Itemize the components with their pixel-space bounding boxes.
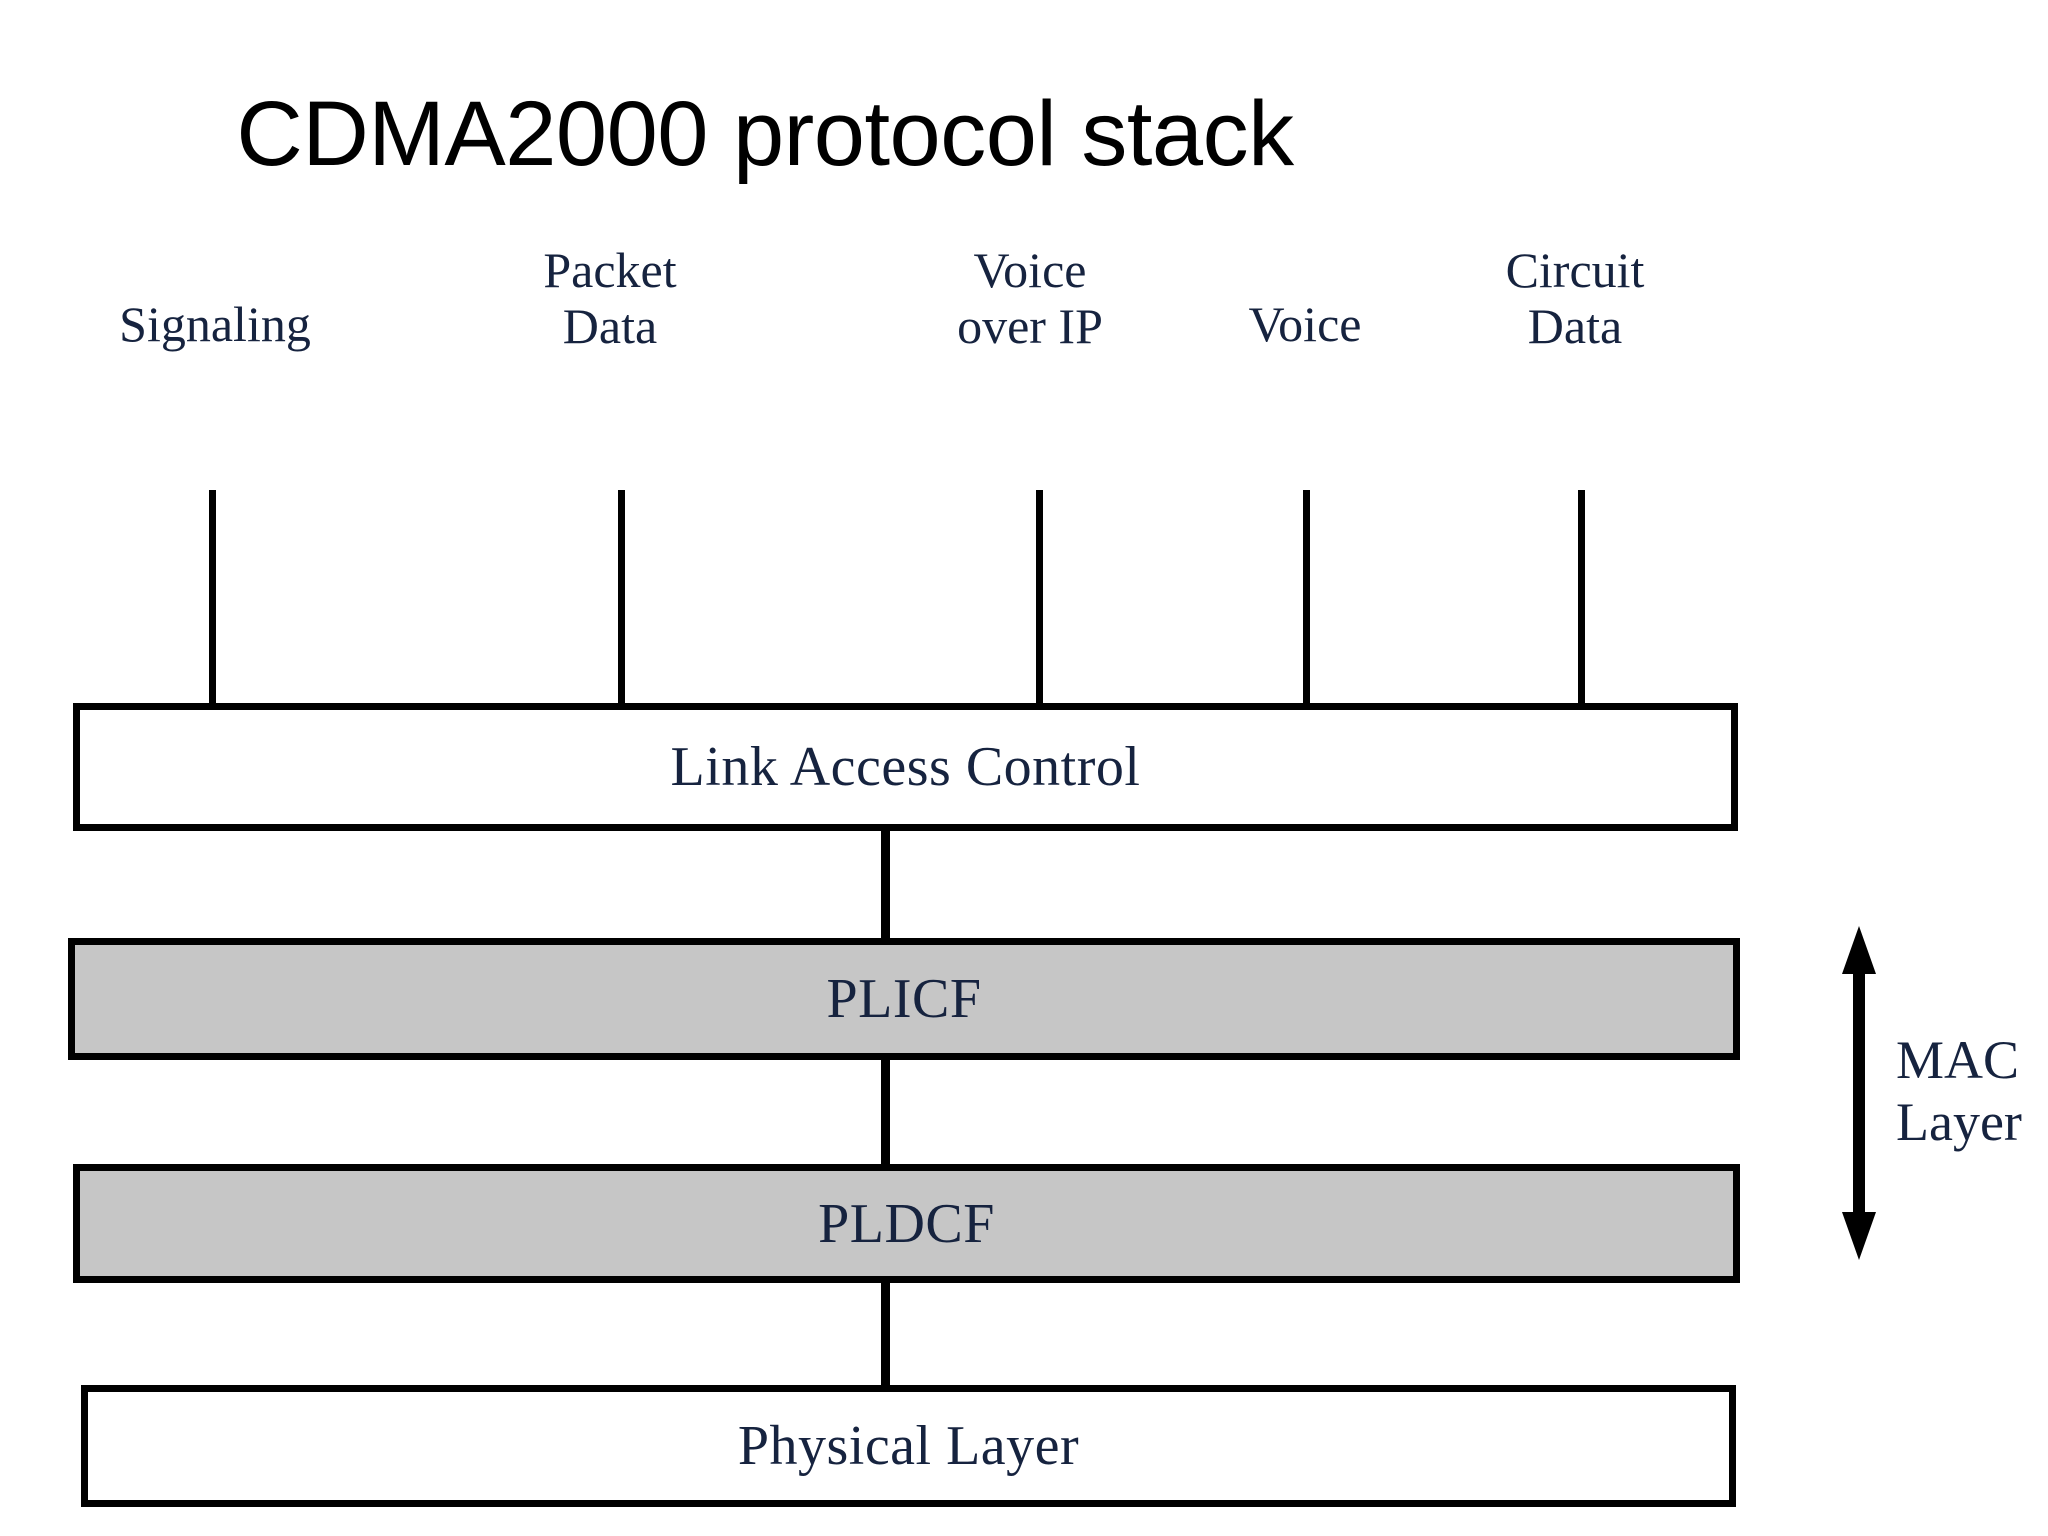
feeder-line-packet-data <box>618 490 625 706</box>
feeder-line-signaling <box>209 490 216 706</box>
mac-layer-span-arrow-icon <box>1842 926 1876 1260</box>
layer-label-plicf: PLICF <box>826 968 982 1030</box>
layer-box-pldcf[interactable]: PLDCF <box>73 1164 1740 1283</box>
feeder-line-voice <box>1303 490 1310 706</box>
layer-label-physical-layer: Physical Layer <box>737 1415 1080 1477</box>
connector-lac-to-plicf <box>881 831 890 941</box>
layer-label-link-access-control: Link Access Control <box>670 736 1141 798</box>
feeder-line-voice-over-ip <box>1036 490 1043 706</box>
layer-label-pldcf: PLDCF <box>818 1192 995 1255</box>
connector-pldcf-to-physical-layer <box>881 1283 890 1388</box>
mac-layer-annotation-label: MAC Layer <box>1896 1030 2022 1152</box>
page-title: CDMA2000 protocol stack <box>236 83 1294 185</box>
connector-plicf-to-pldcf <box>881 1060 890 1167</box>
source-label-signaling: Signaling <box>119 296 311 352</box>
layer-box-plicf[interactable]: PLICF <box>68 938 1740 1060</box>
source-label-packet-data: Packet Data <box>543 242 677 354</box>
source-label-voice-over-ip: Voice over IP <box>957 242 1103 354</box>
source-label-voice: Voice <box>1248 296 1362 352</box>
layer-box-physical-layer[interactable]: Physical Layer <box>81 1385 1736 1507</box>
feeder-line-circuit-data <box>1578 490 1585 706</box>
source-label-circuit-data: Circuit Data <box>1505 242 1645 354</box>
layer-box-link-access-control[interactable]: Link Access Control <box>73 703 1738 831</box>
